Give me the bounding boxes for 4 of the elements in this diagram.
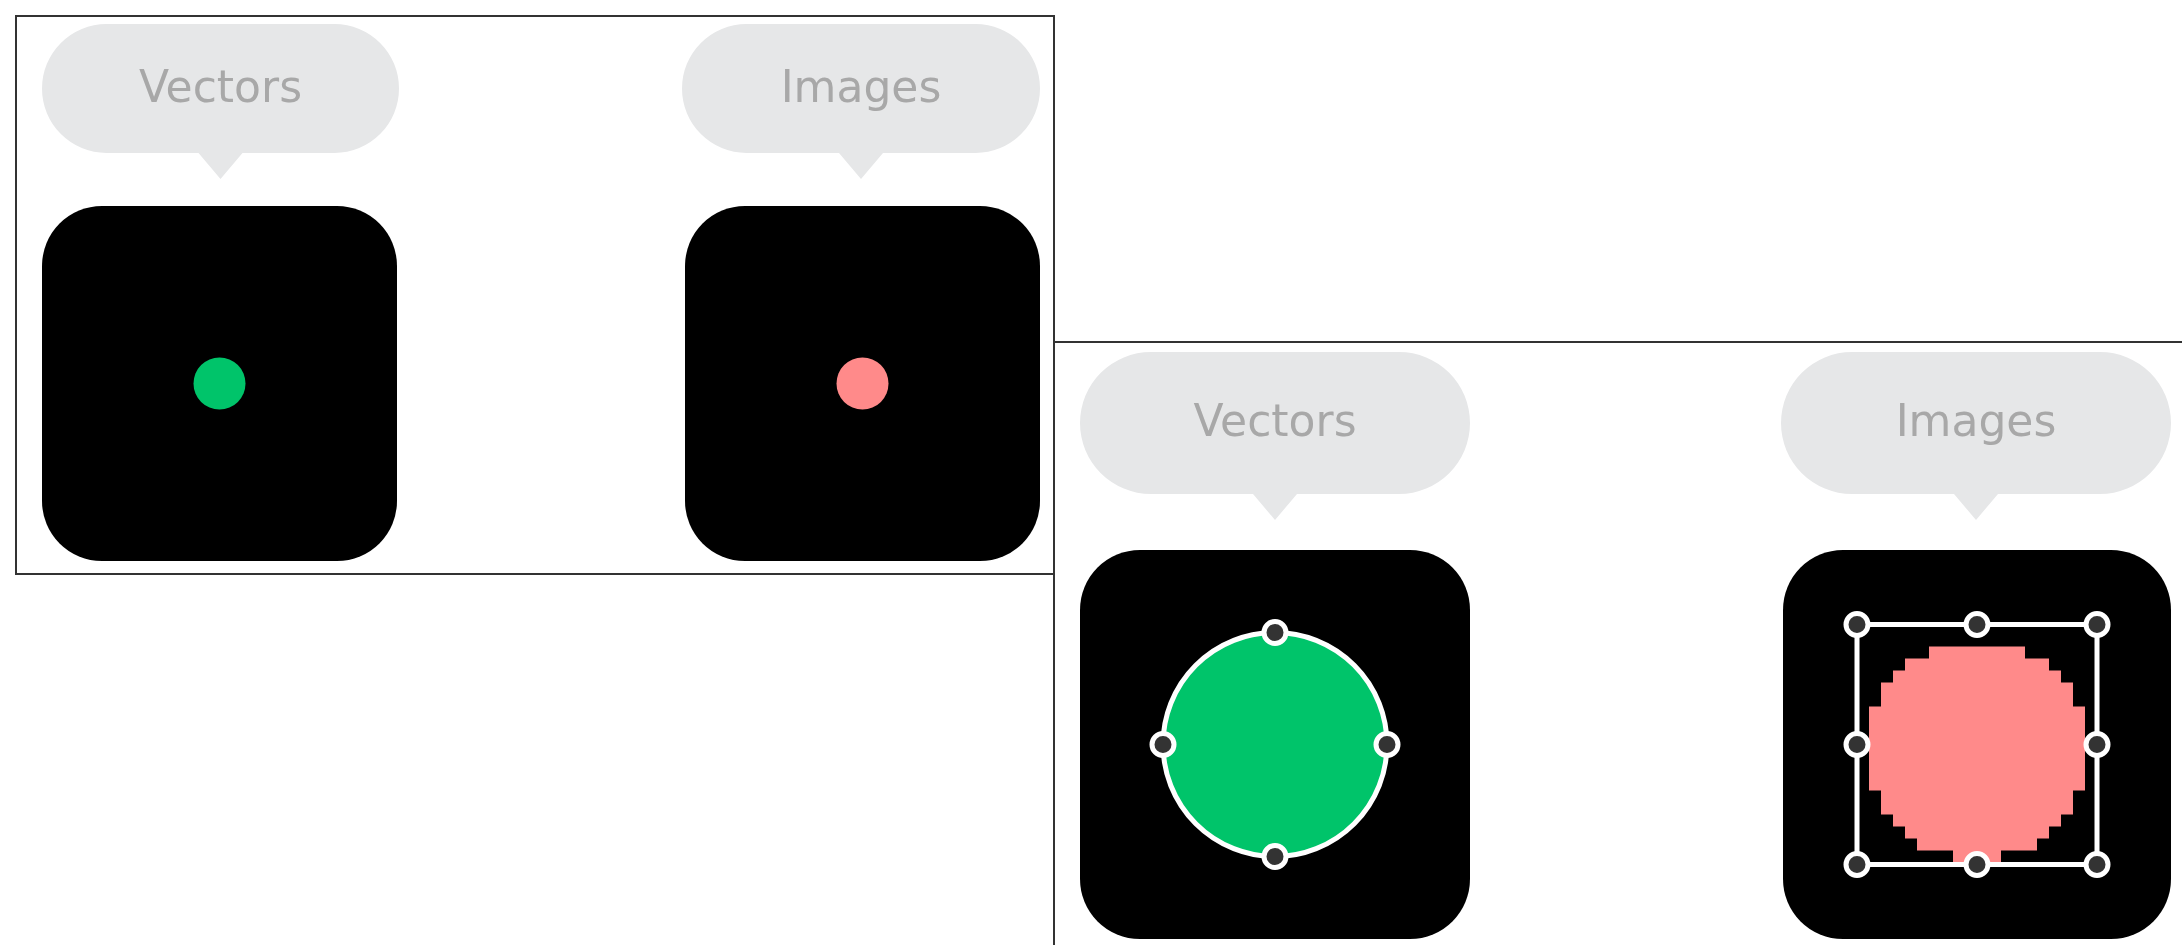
speech-bubble: Images xyxy=(1781,352,2171,520)
speech-bubble: Images xyxy=(682,24,1040,179)
speech-bubble: Vectors xyxy=(42,24,399,179)
speech-bubble: Vectors xyxy=(1080,352,1470,520)
